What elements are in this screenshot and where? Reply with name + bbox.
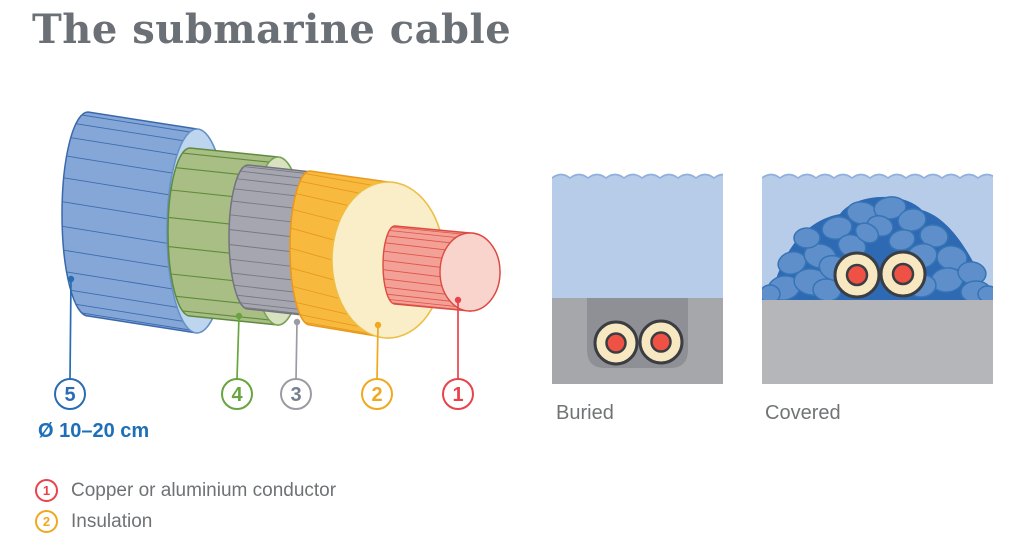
layer-marker-1: 1: [442, 378, 474, 410]
cable-cutaway-diagram: 5 4 3 2 1 Ø 10–20 cm: [38, 111, 501, 442]
page-title: The submarine cable: [32, 6, 512, 53]
layer-marker-2-number: 2: [371, 384, 382, 406]
water-buried: [552, 174, 723, 298]
legend-item-conductor: 1 Copper or aluminium conductor: [35, 479, 336, 502]
layer-marker-3: 3: [280, 378, 312, 410]
covered-cable-right: [879, 250, 927, 298]
buried-panel: [552, 173, 723, 384]
layer-marker-5: 5: [54, 378, 86, 410]
leader-lines: [67, 275, 462, 380]
legend-marker-1: 1: [35, 479, 58, 502]
layer-marker-4-number: 4: [231, 384, 243, 406]
legend: 1 Copper or aluminium conductor 2 Insula…: [35, 479, 336, 536]
layer-marker-4: 4: [221, 378, 253, 410]
cable-layer-5-texture: [62, 114, 190, 331]
covered-panel: [762, 173, 993, 384]
legend-label-1: Copper or aluminium conductor: [71, 479, 337, 501]
cable-layer-1-red: [382, 225, 501, 312]
buried-cable-right: [638, 319, 684, 365]
layer-marker-5-number: 5: [64, 384, 75, 406]
cable-diameter-label: Ø 10–20 cm: [38, 420, 149, 442]
water-surface-wave: [552, 173, 723, 180]
legend-marker-2: 2: [35, 510, 58, 533]
layer-marker-3-number: 3: [290, 384, 301, 406]
cable-layer-1-texture: [383, 226, 463, 311]
layer-marker-2: 2: [361, 378, 393, 410]
water-surface-wave: [762, 173, 993, 180]
legend-label-2: Insulation: [71, 510, 153, 532]
legend-item-insulation: 2 Insulation: [35, 510, 336, 533]
covered-label: Covered: [765, 402, 841, 424]
seabed: [762, 300, 993, 384]
cable-layer-2-texture: [289, 173, 374, 335]
buried-label: Buried: [556, 402, 614, 424]
covered-cable-left: [833, 251, 881, 299]
layer-marker-1-number: 1: [452, 384, 463, 406]
buried-cable-left: [593, 320, 639, 366]
